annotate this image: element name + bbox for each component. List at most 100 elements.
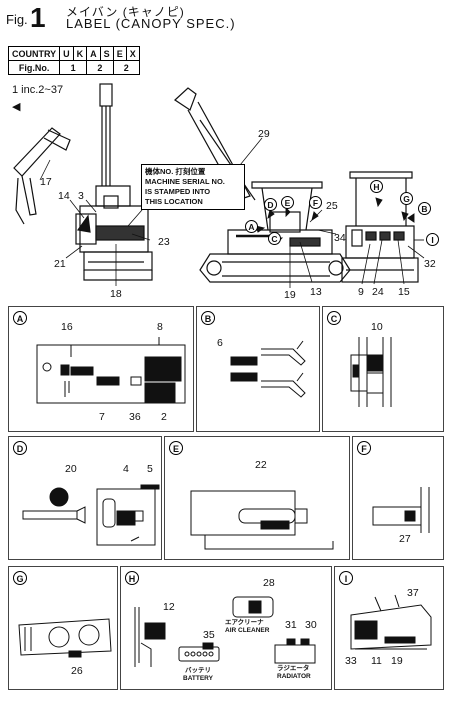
view-marker-g: G: [400, 192, 413, 205]
panel-a-label-7: 7: [99, 411, 105, 423]
main-machine-drawing: [13, 83, 425, 288]
callout-23: 23: [158, 236, 170, 248]
panel-i: I 37 33 11 19: [334, 566, 444, 690]
panel-h-label-30: 30: [305, 619, 317, 631]
panel-letter-g: G: [13, 571, 27, 585]
callout-18: 18: [110, 288, 122, 300]
radiator-label-jp: ラジエータ: [277, 665, 310, 672]
panel-i-label-37: 37: [407, 587, 419, 599]
air-cleaner-label-jp: エアクリーナ: [225, 619, 264, 626]
callout-21: 21: [54, 258, 66, 270]
panel-i-label-11: 11: [371, 655, 382, 667]
item-reference: 1 inc.2~37: [12, 84, 64, 96]
callout-17: 17: [40, 176, 52, 188]
panel-f-drawing: [372, 487, 430, 533]
callout-25: 25: [326, 200, 338, 212]
panel-letter-i: I: [339, 571, 353, 585]
panel-e-label-22: 22: [255, 459, 267, 471]
title-japanese: メイバン (キャノピ): [66, 5, 185, 19]
panel-letter-e: E: [169, 441, 183, 455]
panel-d: D 20 4 5: [8, 436, 162, 560]
view-marker-d: D: [264, 198, 277, 211]
battery-label-en: BATTERY: [183, 675, 213, 682]
view-marker-c: C: [268, 232, 281, 245]
panel-c-drawing: [350, 337, 392, 407]
spec-row-country: COUNTRY U K A S E X: [7, 46, 140, 61]
spec-cell: 1: [59, 60, 88, 75]
title-english: LABEL (CANOPY SPEC.): [66, 16, 236, 31]
panel-b: B 6: [196, 306, 320, 432]
callout-19: 19: [284, 289, 296, 301]
panel-a-drawing: [36, 337, 186, 404]
panel-h-drawing: [134, 596, 316, 667]
note-line-3: THIS LOCATION: [145, 197, 203, 206]
callout-15: 15: [398, 286, 410, 298]
callout-3: 3: [78, 190, 84, 202]
figure-number: 1: [30, 2, 46, 33]
callout-14: 14: [58, 190, 70, 202]
figure-word: Fig.: [6, 12, 28, 27]
panel-d-drawing: [22, 484, 160, 546]
panel-g-label-26: 26: [71, 665, 83, 677]
panel-d-label-20: 20: [65, 463, 77, 475]
note-line-2: IS STAMPED INTO: [145, 187, 211, 196]
radiator-label-en: RADIATOR: [277, 673, 311, 680]
view-marker-f: F: [309, 196, 322, 209]
panel-a-label-16: 16: [61, 321, 73, 333]
machine-view-rear: [341, 171, 419, 283]
panel-f: F 27: [352, 436, 444, 560]
view-marker-e: E: [281, 196, 294, 209]
view-marker-b: B: [418, 202, 431, 215]
panel-e-drawing: [190, 490, 334, 550]
machine-view-left: [75, 83, 153, 281]
view-pointer: ◀: [12, 101, 21, 113]
panel-a: A 16 8 7 36 2: [8, 306, 194, 432]
panel-c: C 10: [322, 306, 444, 432]
view-marker-h: H: [370, 180, 383, 193]
panel-a-label-36: 36: [129, 411, 141, 423]
callout-9: 9: [358, 286, 364, 298]
spec-cell: 2: [86, 60, 114, 75]
spec-cell: Fig.No.: [7, 60, 61, 75]
panel-letter-f: F: [357, 441, 371, 455]
serial-number-note: 機体NO. 打刻位置 MACHINE SERIAL NO. IS STAMPED…: [141, 164, 245, 210]
panel-letter-a: A: [13, 311, 27, 325]
panel-i-drawing: [350, 594, 432, 650]
callout-34: 34: [334, 232, 346, 244]
panel-a-label-2: 2: [161, 411, 167, 423]
panel-e: E 22: [164, 436, 350, 560]
callout-29: 29: [258, 128, 270, 140]
country-spec-table: COUNTRY U K A S E X Fig.No. 1 2 2: [7, 46, 140, 75]
panel-h-label-31: 31: [285, 619, 297, 631]
spec-cell: 2: [112, 60, 140, 75]
panel-h-label-35: 35: [203, 629, 215, 641]
panel-i-label-19: 19: [391, 655, 403, 667]
panel-h-label-12: 12: [163, 601, 175, 613]
panel-d-label-4: 4: [123, 463, 129, 475]
note-line-jp: 機体NO. 打刻位置: [145, 167, 206, 176]
arm-sketch: [13, 127, 71, 225]
callout-24: 24: [372, 286, 384, 298]
panel-letter-b: B: [201, 311, 215, 325]
panel-g-drawing: [18, 618, 112, 658]
callout-13: 13: [310, 286, 322, 298]
callout-32: 32: [424, 258, 436, 270]
spec-row-figno: Fig.No. 1 2 2: [7, 60, 140, 75]
panel-f-label-27: 27: [399, 533, 411, 545]
panel-b-label-6: 6: [217, 337, 223, 349]
panel-i-label-33: 33: [345, 655, 357, 667]
note-line-1: MACHINE SERIAL NO.: [145, 177, 225, 186]
panel-c-label-10: 10: [371, 321, 383, 333]
view-marker-a: A: [245, 220, 258, 233]
leader-lines: [39, 137, 425, 288]
panel-b-drawing: [230, 340, 306, 398]
panel-g: G 26: [8, 566, 118, 690]
panel-letter-h: H: [125, 571, 139, 585]
battery-label-jp: バッテリ: [185, 667, 211, 674]
view-marker-i: I: [426, 233, 439, 246]
panel-a-label-8: 8: [157, 321, 163, 333]
panel-d-label-5: 5: [147, 463, 153, 475]
panel-letter-d: D: [13, 441, 27, 455]
panel-h: H 12 28 35 31 30 エアクリーナ AIR CLEANER バッテリ…: [120, 566, 332, 690]
air-cleaner-label-en: AIR CLEANER: [225, 627, 270, 634]
